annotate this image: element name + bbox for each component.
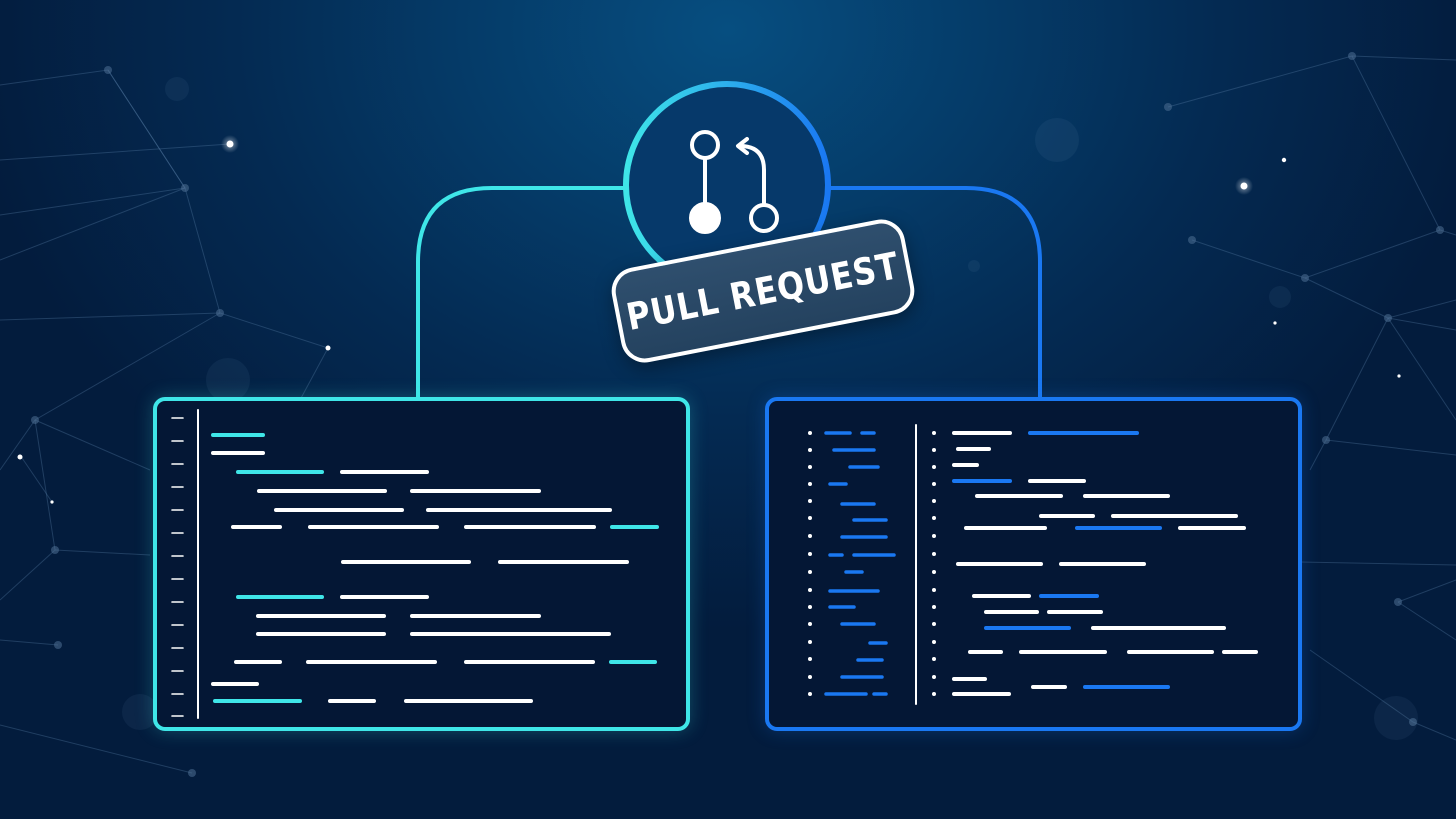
right-gutter-dots: [808, 431, 936, 696]
left-gutter: [171, 409, 199, 719]
right-line-numbers: [824, 431, 896, 696]
left-code: [211, 433, 659, 703]
right-connector: [826, 186, 1042, 398]
git-pull-request-icon: [689, 130, 779, 234]
left-connector: [416, 186, 628, 398]
right-code: [952, 431, 1258, 696]
